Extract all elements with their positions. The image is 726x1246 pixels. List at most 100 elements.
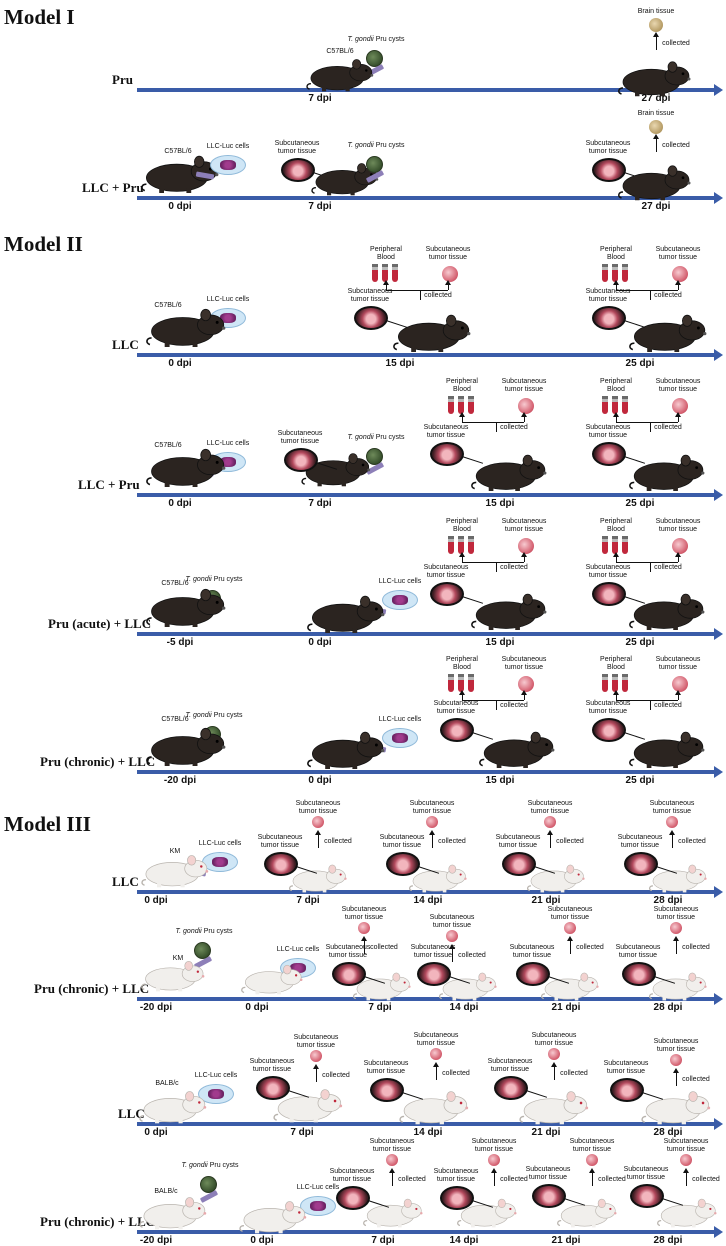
tumor-tissue-icon [672, 398, 688, 414]
blood-tubes-icon [448, 396, 474, 414]
toxoplasma-species: T. gondii [185, 576, 212, 583]
timepoint-label: 25 dpi [625, 637, 655, 648]
timepoint-label: 21 dpi [531, 1127, 561, 1138]
arrow-to-blood [613, 280, 619, 290]
subcutaneous-tumor-label-line2: tumor tissue [296, 1042, 336, 1049]
collected-label: collected [662, 40, 690, 47]
white-mouse-icon [273, 1089, 343, 1123]
brain-tissue-icon [649, 120, 663, 134]
subcutaneous-tumor-callout-label-line1: Subcutaneous [603, 1060, 649, 1067]
subcutaneous-tumor-label-line2: tumor tissue [504, 664, 544, 671]
collect-bracket [616, 562, 678, 563]
subcutaneous-tumor-callout-label-line1: Subcutaneous [257, 834, 303, 841]
collect-arrow [567, 936, 573, 954]
subcutaneous-tumor-callout-label-line2: tumor tissue [328, 952, 368, 959]
toxoplasma-label: T. gondii Pru cysts [176, 928, 233, 936]
group-label: Pru (acute) + LLC [48, 616, 152, 631]
timepoint-label: 14 dpi [449, 1002, 479, 1013]
collect-stem [496, 700, 497, 710]
subcutaneous-tumor-callout-label-line2: tumor tissue [252, 1066, 292, 1073]
blood-tubes-icon [602, 264, 628, 282]
timepoint-label: 15 dpi [485, 775, 515, 786]
tumor-zoom-icon [502, 852, 536, 876]
collect-stem [496, 562, 497, 572]
timepoint-label: 0 dpi [308, 637, 332, 648]
blood-tube-1 [612, 674, 618, 692]
subcutaneous-tumor-callout-label-line1: Subcutaneous [615, 944, 661, 951]
subcutaneous-tumor-callout-label-line2: tumor tissue [436, 708, 476, 715]
subcutaneous-tumor-callout-label-line2: tumor tissue [588, 708, 628, 715]
timeline-axis [137, 489, 723, 501]
subcutaneous-tumor-callout-label-line1: Subcutaneous [423, 424, 469, 431]
timepoint-label: 0 dpi [250, 1235, 274, 1246]
blood-tube-0 [602, 264, 608, 282]
timepoint-label: 27 dpi [641, 201, 671, 212]
timepoint-label: 25 dpi [625, 775, 655, 786]
subcutaneous-tumor-label-line1: Subcutaneous [425, 246, 471, 253]
tumor-zoom-icon [532, 1184, 566, 1208]
timepoint-label: 7 dpi [308, 498, 332, 509]
subcutaneous-tumor-callout-label-line2: tumor tissue [528, 1174, 568, 1181]
llc-luc-label: LLC-Luc cells [206, 143, 250, 150]
tumor-tissue-icon [386, 1154, 398, 1166]
tumor-tissue-icon [666, 816, 678, 828]
toxoplasma-cysts-text: Pru cysts [213, 712, 243, 719]
tumor-zoom-icon [256, 1076, 290, 1100]
group-label: LLC + Pru [82, 180, 144, 195]
peripheral-blood-label-line2: Blood [377, 254, 395, 261]
collected-label: collected [678, 838, 706, 845]
blood-tube-0 [602, 396, 608, 414]
llc-luc-cells-icon [202, 852, 238, 872]
black-mouse-icon [629, 593, 705, 630]
subcutaneous-tumor-callout-label-line1: Subcutaneous [585, 288, 631, 295]
collect-arrow [361, 936, 367, 954]
peripheral-blood-label-line2: Blood [607, 526, 625, 533]
white-mouse-icon [519, 1091, 589, 1125]
subcutaneous-tumor-label-line2: tumor tissue [534, 1040, 574, 1047]
subcutaneous-tumor-callout-label-line1: Subcutaneous [585, 424, 631, 431]
white-mouse-icon [399, 1091, 469, 1125]
tumor-zoom-icon [336, 1186, 370, 1210]
timeline-axis [137, 1226, 723, 1238]
arrow-to-blood [613, 412, 619, 422]
subcutaneous-tumor-callout-label-line1: Subcutaneous [410, 944, 456, 951]
collected-label: collected [654, 702, 682, 709]
timepoint-label: 7 dpi [290, 1127, 314, 1138]
subcutaneous-tumor-label-line2: tumor tissue [656, 1046, 696, 1053]
white-mouse-icon [439, 972, 497, 1001]
arrow-to-tissue [521, 552, 527, 562]
arrow-to-tissue [675, 552, 681, 562]
arrow-to-blood [459, 412, 465, 422]
subcutaneous-tumor-label-line1: Subcutaneous [655, 656, 701, 663]
tumor-zoom-icon [624, 852, 658, 876]
subcutaneous-tumor-label-line1: Subcutaneous [501, 378, 547, 385]
subcutaneous-tumor-label-line1: Subcutaneous [471, 1138, 517, 1145]
collect-arrow [673, 936, 679, 954]
blood-tube-1 [458, 536, 464, 554]
black-mouse-icon [629, 454, 705, 491]
timepoint-label: -5 dpi [166, 637, 194, 648]
subcutaneous-tumor-label-line2: tumor tissue [550, 914, 590, 921]
black-mouse-icon [629, 731, 705, 768]
subcutaneous-tumor-label-line1: Subcutaneous [413, 1032, 459, 1039]
blood-tubes-icon [372, 264, 398, 282]
black-mouse-icon [471, 593, 547, 630]
